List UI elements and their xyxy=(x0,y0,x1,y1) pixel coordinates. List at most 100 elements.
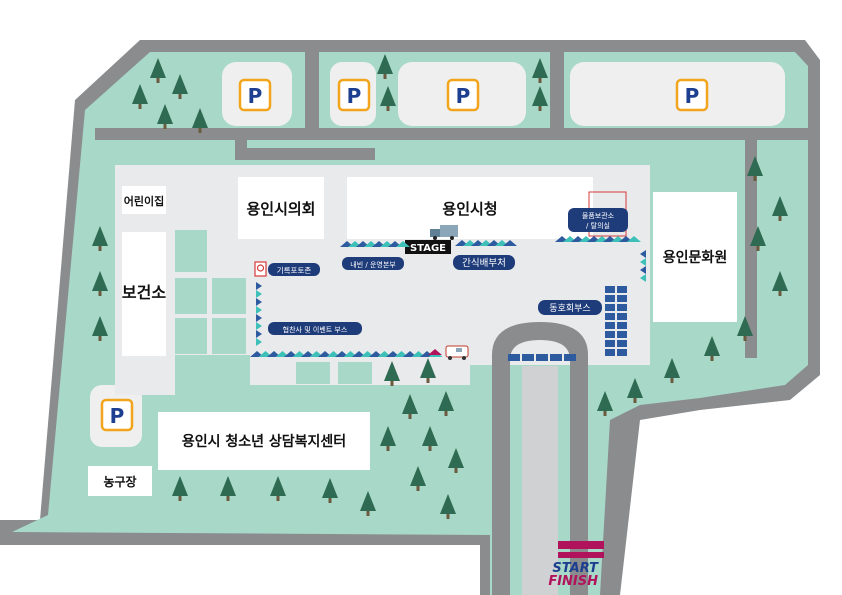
tent-icon xyxy=(396,241,410,247)
parking-icon: P xyxy=(446,78,480,112)
ambulance-icon xyxy=(445,345,469,360)
tree-icon xyxy=(92,226,108,251)
club-booth xyxy=(605,286,615,293)
club-booth xyxy=(617,313,627,320)
track-booth xyxy=(536,354,548,361)
tree-icon xyxy=(420,358,436,383)
tent-icon xyxy=(256,290,262,298)
storage-label-line1: 물품보관소 xyxy=(582,211,615,220)
club-pill xyxy=(538,300,602,315)
hq-pill xyxy=(342,257,404,270)
city-hall-building xyxy=(347,177,593,239)
tree-icon xyxy=(150,58,166,83)
top-road-divider-2 xyxy=(550,52,564,140)
tree-icon xyxy=(750,226,766,251)
culture-center-building xyxy=(653,192,737,322)
parking-letter: P xyxy=(110,404,125,428)
trees xyxy=(92,54,788,519)
club-booth xyxy=(617,286,627,293)
parking-icon: P xyxy=(238,78,272,112)
track-booth xyxy=(508,354,520,361)
parking-letter: P xyxy=(685,84,700,108)
tree-icon xyxy=(704,336,720,361)
tent-icon xyxy=(256,298,262,306)
tent-icon xyxy=(627,236,641,242)
tent-icon xyxy=(256,282,262,290)
photo-pin-icon xyxy=(254,261,267,277)
tree-icon xyxy=(402,394,418,419)
tree-icon xyxy=(532,58,548,83)
club-booth xyxy=(617,331,627,338)
finish-label: FINISH xyxy=(548,574,598,589)
grid-block xyxy=(296,362,330,384)
tree-icon xyxy=(157,104,173,129)
tree-icon xyxy=(422,426,438,451)
tent-icon xyxy=(640,258,646,266)
race-track xyxy=(492,322,588,595)
club-booth xyxy=(605,331,615,338)
tree-icon xyxy=(597,391,613,416)
tree-icon xyxy=(322,478,338,503)
tree-icon xyxy=(737,316,753,341)
snack-pill xyxy=(453,255,515,270)
youth-center-label: 용인시 청소년 상담복지센터 xyxy=(182,433,346,450)
tree-icon xyxy=(92,271,108,296)
club-booth xyxy=(605,340,615,347)
tree-icon xyxy=(192,108,208,133)
tent-icon xyxy=(640,274,646,282)
tree-icon xyxy=(220,476,236,501)
parking-letter: P xyxy=(456,84,471,108)
club-booth xyxy=(617,304,627,311)
council-label: 용인시의회 xyxy=(246,200,315,218)
hq-label: 내빈 / 운영본부 xyxy=(350,260,396,269)
grid-block xyxy=(175,318,207,354)
tent-icon xyxy=(640,266,646,274)
council-building xyxy=(238,177,324,239)
right-road-h xyxy=(720,128,810,140)
health-center-building xyxy=(122,232,166,356)
club-label: 동호회부스 xyxy=(549,303,590,314)
storage-pill xyxy=(568,208,628,232)
tree-icon xyxy=(92,316,108,341)
tree-icon xyxy=(360,491,376,516)
city-hall-label: 용인시청 xyxy=(442,200,497,218)
parking-icon: P xyxy=(675,78,709,112)
basketball-label: 농구장 xyxy=(103,475,136,489)
parking-icon: P xyxy=(100,398,134,432)
tent-rows xyxy=(250,236,646,357)
tree-icon xyxy=(440,494,456,519)
stage-label: STAGE xyxy=(410,243,446,254)
club-booth xyxy=(605,304,615,311)
record-photo-label: 기록포토존 xyxy=(277,266,312,275)
start-finish-bar-2 xyxy=(558,552,604,558)
tent-icon xyxy=(428,349,442,355)
tree-icon xyxy=(172,476,188,501)
top-road xyxy=(95,128,808,140)
tree-icon xyxy=(627,378,643,403)
tree-icon xyxy=(270,476,286,501)
grid-block xyxy=(175,278,207,314)
track-booth xyxy=(564,354,576,361)
tent-icon xyxy=(256,330,262,338)
truck-icon xyxy=(430,225,458,240)
stage-box xyxy=(405,240,451,254)
tree-icon xyxy=(448,448,464,473)
storage-label-line2: / 탈의실 xyxy=(586,221,610,230)
tent-icon xyxy=(503,240,517,246)
top-road-divider-1 xyxy=(305,52,319,140)
club-booth xyxy=(605,313,615,320)
grid-block xyxy=(175,230,207,272)
tent-icon xyxy=(256,314,262,322)
tree-icon xyxy=(377,54,393,79)
parking-letter: P xyxy=(248,84,263,108)
track-inner xyxy=(522,366,558,595)
tent-icon xyxy=(256,306,262,314)
grid-block xyxy=(212,318,246,354)
snack-label: 간식배부처 xyxy=(462,257,506,269)
tree-icon xyxy=(132,84,148,109)
tree-icon xyxy=(772,271,788,296)
tree-icon xyxy=(664,358,680,383)
tree-icon xyxy=(380,86,396,111)
club-booth-blocks xyxy=(508,286,627,361)
